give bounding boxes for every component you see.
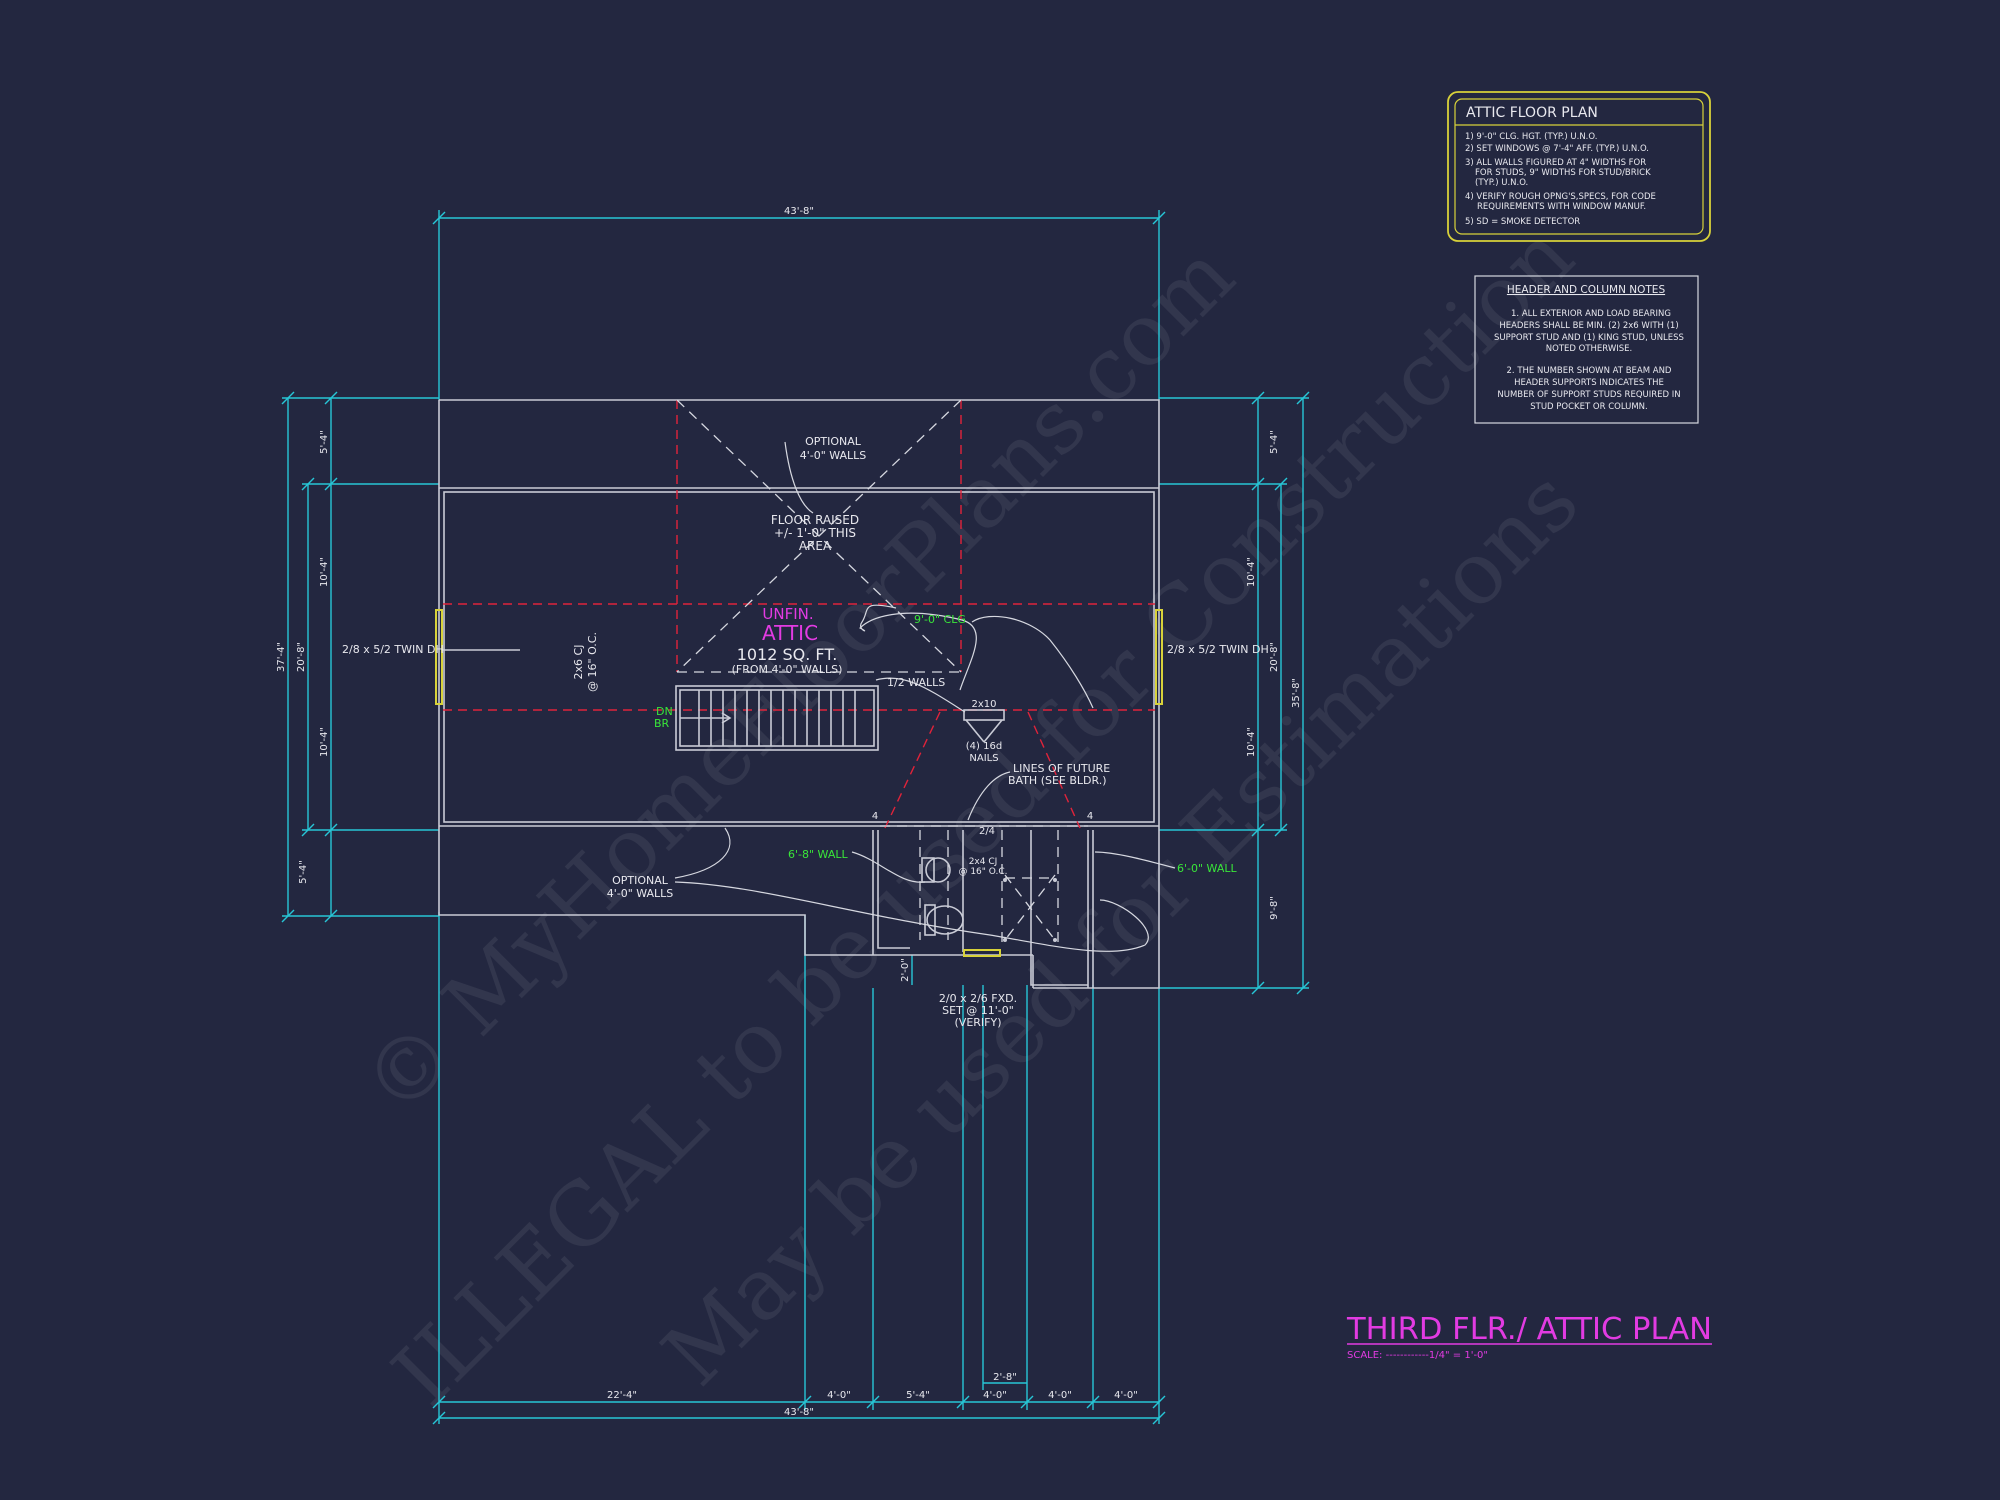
label-beam: 2x10 (971, 699, 996, 710)
dim-top-overall: 43'-8" (784, 206, 814, 217)
watermark: © MyHomeFloorPlans.com ILLEGAL to be use… (344, 206, 1598, 1425)
dim-bottom-seg-6: 4'-0" (1114, 1390, 1138, 1401)
watermark-line-3: May be used for Estimations (644, 451, 1598, 1405)
dim-right-outer: 35'-8" (1291, 678, 1302, 708)
attic-notes-title: ATTIC FLOOR PLAN (1466, 105, 1598, 121)
label-stair-dn: DN (656, 705, 673, 718)
label-nails-1: (4) 16d (966, 741, 1002, 752)
dim-right-seg-2: 10'-4" (1246, 557, 1257, 587)
dimension-lines (281, 210, 1310, 1425)
sheet-title-block: THIRD FLR./ ATTIC PLAN SCALE: ----------… (1346, 1312, 1712, 1361)
header-note-2: HEADERS SHALL BE MIN. (2) 2x6 WITH (1) (1499, 321, 1678, 331)
label-sqft: 1012 SQ. FT. (737, 645, 838, 664)
header-note-4: NOTED OTHERWISE. (1546, 344, 1632, 354)
label-stud-right: 4 (1087, 811, 1093, 822)
label-cj-2: @ 16" O.C. (586, 632, 599, 692)
label-optional-top-2: 4'-0" WALLS (800, 449, 867, 462)
header-notes-box: HEADER AND COLUMN NOTES 1. ALL EXTERIOR … (1474, 275, 1699, 424)
header-note-3: SUPPORT STUD AND (1) KING STUD, UNLESS (1494, 333, 1684, 343)
windows (435, 609, 1163, 957)
dim-left-seg-1: 5'-4" (319, 430, 330, 454)
attic-note-2: 2) SET WINDOWS @ 7'-4" AFF. (TYP.) U.N.O… (1465, 144, 1649, 154)
dim-left-seg-2: 10'-4" (319, 557, 330, 587)
dim-right-seg-1: 5'-4" (1269, 430, 1280, 454)
label-wall-left: 6'-8" WALL (788, 848, 848, 861)
label-floor-raised-3: AREA (799, 539, 832, 553)
label-cj-1: 2x6 CJ (572, 645, 585, 680)
header-note-8: NUMBER OF SUPPORT STUDS REQUIRED IN (1497, 390, 1680, 400)
label-optional-top-1: OPTIONAL (805, 435, 862, 448)
header-note-7: HEADER SUPPORTS INDICATES THE (1514, 378, 1664, 388)
attic-notes-box: ATTIC FLOOR PLAN 1) 9'-0" CLG. HGT. (TYP… (1447, 91, 1711, 242)
dim-bottom-seg-4: 4'-0" (983, 1390, 1007, 1401)
hidden-lines (443, 399, 1155, 945)
sheet-scale: SCALE: ------------1/4" = 1'-0" (1347, 1350, 1488, 1361)
attic-note-8: 5) SD = SMOKE DETECTOR (1465, 217, 1580, 227)
label-window-bath-2: SET @ 11'-0" (942, 1004, 1014, 1017)
label-window-bath-1: 2/0 x 2/6 FXD. (939, 992, 1017, 1005)
label-cj-bath-2: @ 16" O.C. (958, 867, 1007, 877)
header-note-1: 1. ALL EXTERIOR AND LOAD BEARING (1511, 309, 1671, 319)
attic-note-4: FOR STUDS, 9" WIDTHS FOR STUD/BRICK (1475, 168, 1651, 178)
label-floor-raised-2: +/- 1'-0" THIS (774, 526, 856, 540)
header-notes-title: HEADER AND COLUMN NOTES (1507, 284, 1666, 296)
label-optional-bottom-2: 4'-0" WALLS (607, 887, 674, 900)
label-optional-bottom-1: OPTIONAL (612, 874, 669, 887)
label-unfin: UNFIN. (762, 605, 813, 623)
label-nails-2: NAILS (969, 753, 998, 764)
beam-and-fixtures (921, 709, 1057, 952)
dim-left-seg-3: 10'-4" (319, 727, 330, 757)
label-stud-left: 4 (872, 811, 878, 822)
window-right-mark (1155, 609, 1163, 705)
dim-bottom-seg-2: 4'-0" (827, 1390, 851, 1401)
label-window-right: 2/8 x 5/2 TWIN DH (1167, 643, 1269, 656)
label-window-bath-3: (VERIFY) (955, 1016, 1002, 1029)
dim-right-mid: 20'-8" (1269, 642, 1280, 672)
label-stair-br: BR (654, 717, 670, 730)
attic-note-7: REQUIREMENTS WITH WINDOW MANUF. (1477, 202, 1646, 212)
leaders (674, 441, 1176, 952)
header-note-6: 2. THE NUMBER SHOWN AT BEAM AND (1507, 366, 1672, 376)
label-window-left: 2/8 x 5/2 TWIN DH (342, 643, 444, 656)
attic-note-3: 3) ALL WALLS FIGURED AT 4" WIDTHS FOR (1465, 158, 1646, 168)
dim-left-seg-4: 5'-4" (298, 860, 309, 884)
header-note-9: STUD POCKET OR COLUMN. (1530, 402, 1648, 412)
attic-note-5: (TYP.) U.N.O. (1475, 178, 1528, 188)
attic-note-1: 1) 9'-0" CLG. HGT. (TYP.) U.N.O. (1465, 132, 1597, 142)
label-wall-right: 6'-0" WALL (1177, 862, 1237, 875)
plan-labels: OPTIONAL 4'-0" WALLS FLOOR RAISED +/- 1'… (342, 435, 1269, 1029)
label-floor-raised-1: FLOOR RAISED (771, 513, 859, 527)
dim-left-outer: 37'-4" (276, 642, 287, 672)
window-bath-mark (963, 949, 1001, 957)
label-attic: ATTIC (762, 621, 818, 645)
dim-left-mid: 20'-8" (296, 642, 307, 672)
dim-right-seg-4: 9'-8" (1269, 896, 1280, 920)
sheet-title: THIRD FLR./ ATTIC PLAN (1346, 1312, 1712, 1347)
dim-right-seg-3: 10'-4" (1246, 727, 1257, 757)
window-left-mark (435, 609, 443, 705)
label-future-bath-2: BATH (SEE BLDR.) (1008, 774, 1107, 787)
dim-bath-small: 2'-0" (900, 958, 911, 982)
dim-bottom-seg-3: 5'-4" (906, 1390, 930, 1401)
stair (675, 685, 879, 751)
label-cj-bath-1: 2x4 CJ (969, 857, 998, 867)
dimension-text: 43'-8" 43'-8" 22'-4" 4'-0" 5'-4" 4'-0" 4… (276, 206, 1302, 1418)
label-ratio: 2/4 (979, 826, 995, 837)
dim-bottom-seg-5: 4'-0" (1048, 1390, 1072, 1401)
label-from-walls: (FROM 4'-0" WALLS) (732, 663, 843, 676)
dim-bottom-overall: 43'-8" (784, 1407, 814, 1418)
dim-bottom-seg-1: 22'-4" (607, 1390, 637, 1401)
attic-note-6: 4) VERIFY ROUGH OPNG'S,SPECS, FOR CODE (1465, 192, 1656, 202)
dim-bottom-small: 2'-8" (993, 1372, 1017, 1383)
label-half-walls: 1/2 WALLS (887, 676, 945, 689)
label-future-bath-1: LINES OF FUTURE (1013, 762, 1110, 775)
label-ceiling-height: 9'-0" CLG (914, 613, 966, 626)
